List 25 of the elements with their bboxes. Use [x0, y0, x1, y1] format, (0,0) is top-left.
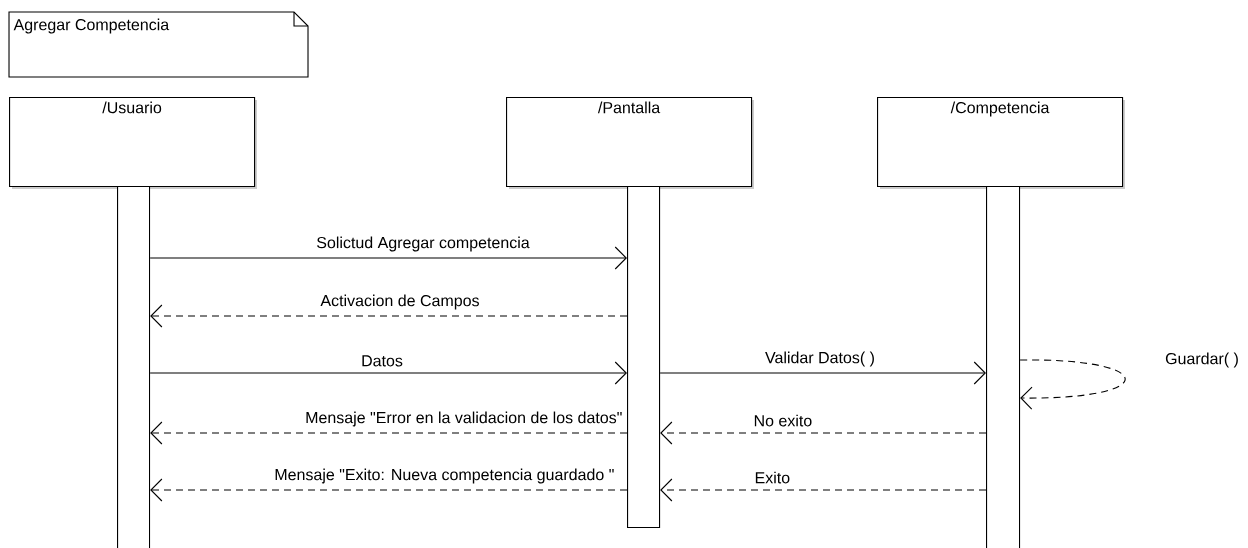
activation-bar	[627, 186, 661, 529]
activation-bar	[117, 186, 151, 548]
edge-label: Solictud Agregar competencia	[315, 235, 531, 253]
activation-bar	[986, 186, 1021, 548]
edge-label: No exito	[752, 413, 814, 428]
lifeline-box: /Usuario	[9, 97, 257, 189]
edge-label: Validar Datos( )	[764, 350, 876, 368]
edge-label: Datos	[360, 354, 404, 368]
message-arrow	[660, 421, 987, 445]
message-arrow	[150, 421, 628, 445]
message-arrow	[1019, 359, 1126, 410]
message-arrow	[150, 478, 628, 502]
message-arrow	[659, 361, 986, 385]
lifeline-box: /Competencia	[877, 97, 1125, 189]
edge-label: Mensaje "Error en la validacion de los datos"	[304, 410, 624, 428]
lifeline-box: /Pantalla	[506, 97, 754, 189]
message-arrow	[149, 246, 627, 270]
message-arrow	[150, 304, 628, 328]
edge-label: Exito	[753, 470, 792, 485]
edge-label: Guardar( )	[1164, 351, 1240, 369]
message-arrow	[149, 361, 627, 385]
note: Agregar Competencia	[8, 11, 309, 78]
edge-label: Mensaje "Exito: Nueva competencia guardado "	[273, 467, 616, 485]
message-arrow	[660, 478, 987, 502]
edge-label: Activacion de Campos	[319, 293, 481, 311]
